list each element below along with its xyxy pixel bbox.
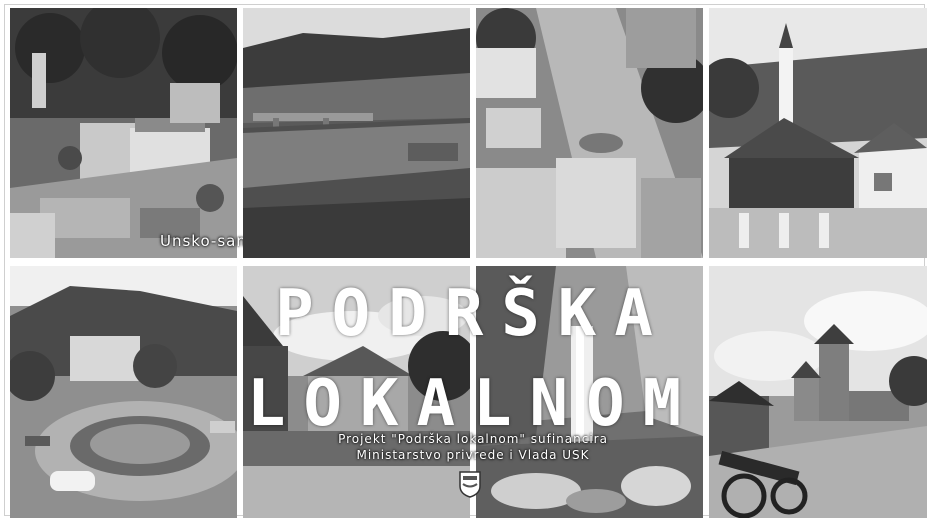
photo-river-bridge bbox=[243, 8, 470, 258]
subtitle-line-2: Ministarstvo privrede i Vlada USK bbox=[356, 448, 590, 462]
photo-waterfall bbox=[476, 266, 703, 518]
photo-street-aerial bbox=[476, 8, 703, 258]
photo-fortress bbox=[709, 266, 927, 518]
title-line-2: LOKALNOM bbox=[246, 367, 700, 441]
photo-church bbox=[243, 266, 470, 518]
photo-town-aerial bbox=[10, 8, 237, 258]
subtitle-line-1: Projekt "Podrška lokalnom" sufinancira bbox=[338, 432, 608, 446]
coat-of-arms-icon bbox=[458, 470, 482, 498]
title-line-1: PODRŠKA bbox=[275, 277, 671, 351]
photo-mosque bbox=[709, 8, 927, 258]
photo-roundabout bbox=[10, 266, 237, 518]
